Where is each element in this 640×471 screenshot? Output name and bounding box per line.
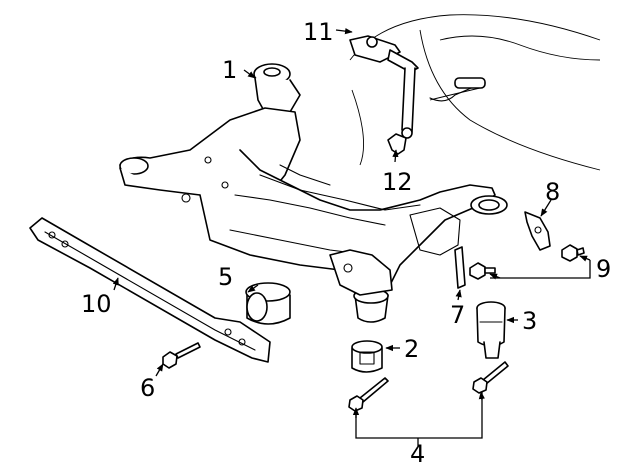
callout-10: 10 [81,290,112,318]
callout-5: 5 [218,263,233,291]
part-10-brace [29,217,271,363]
callout-6: 6 [140,374,155,402]
callout-8: 8 [545,178,560,206]
part-9-bolts [469,244,585,280]
callout-1: 1 [222,56,237,84]
callout-11: 11 [303,18,334,46]
part-7-bracket [454,246,466,289]
leader-lines [112,28,591,446]
part-6-bolt [162,342,201,369]
callout-9: 9 [596,255,611,283]
part-2-bushing [351,340,383,373]
callout-4: 4 [410,440,425,468]
callout-labels: 1 11 12 8 9 7 3 2 4 5 6 10 [81,18,611,468]
callout-2: 2 [404,335,419,363]
vehicle-body-background [349,14,601,171]
part-5-bushing [245,282,291,325]
callout-3: 3 [522,307,537,335]
part-8-bracket [524,211,551,251]
part-3-bushing [476,301,506,359]
part-1-subframe [119,63,508,323]
part-12-clip [387,133,407,155]
part-4-bolts [348,361,509,412]
callout-12: 12 [382,168,413,196]
part-11-height-sensor [349,35,419,139]
callout-7: 7 [450,301,465,329]
